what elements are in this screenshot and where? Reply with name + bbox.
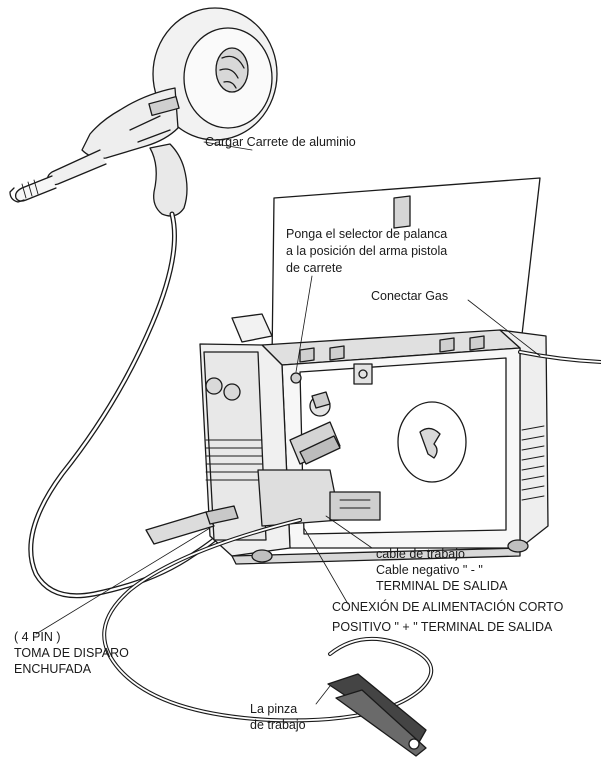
label-load-aluminum-spool: Cargar Carrete de aluminio: [205, 135, 356, 149]
label-spool-gun-selector: Ponga el selector de palanca a la posici…: [286, 227, 448, 275]
label-work-cable: cable de trabajo Cable negativo " - " TE…: [376, 547, 508, 593]
label-connect-gas: Conectar Gas: [371, 289, 449, 303]
leader-lines: [35, 141, 541, 705]
label-work-clamp: La pinza de trabajo: [250, 702, 306, 732]
spool-gun: [9, 7, 278, 217]
welder-machine: [199, 313, 549, 565]
gun-connector: [145, 511, 215, 545]
work-clamp: [327, 673, 427, 757]
label-power-connection: CONEXIÓN DE ALIMENTACIÓN CORTO POSITIVO …: [332, 600, 564, 634]
label-trigger-plug: ( 4 PIN ) TOMA DE DISPARO ENCHUFADA: [14, 630, 129, 676]
